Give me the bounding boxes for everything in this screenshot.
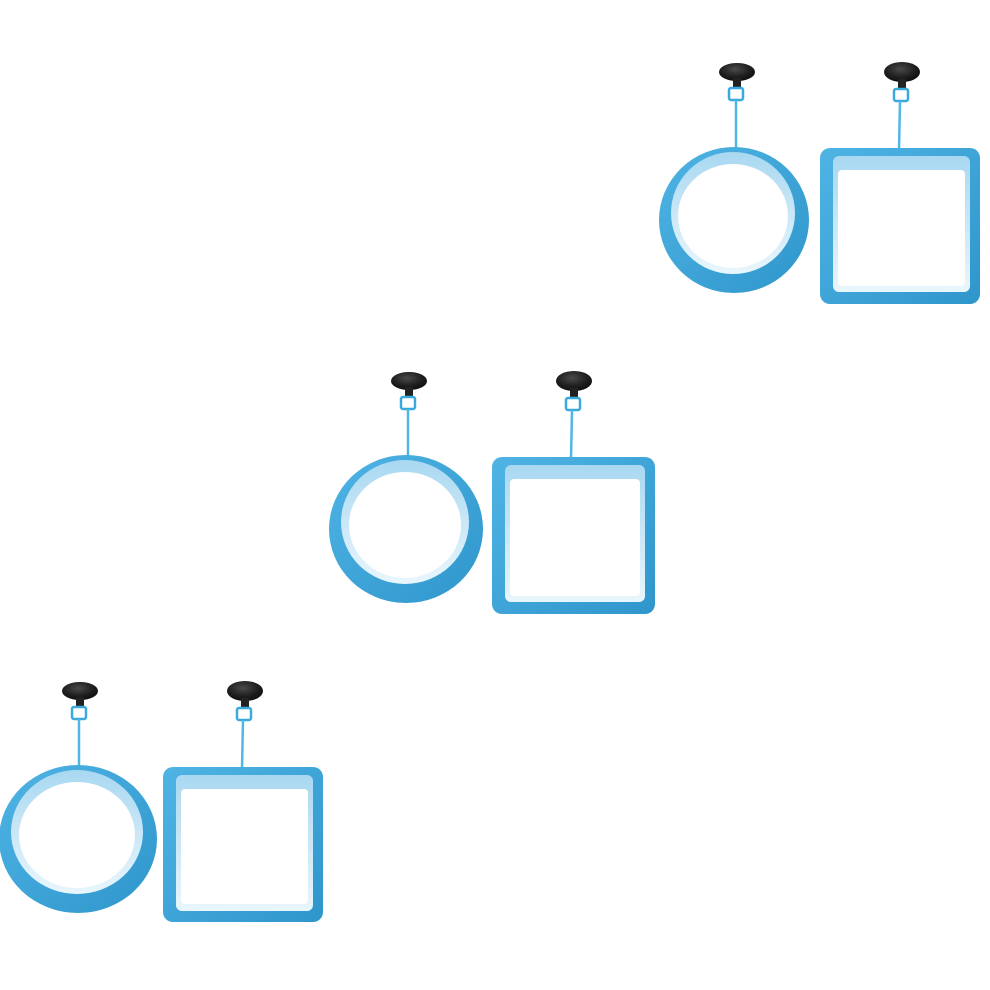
square-feeding-ring	[492, 371, 655, 614]
suction-cup-icon	[62, 682, 98, 700]
hanging-string	[240, 719, 245, 770]
suction-cup-icon	[227, 681, 263, 701]
hanging-string	[569, 409, 574, 460]
string-clip	[892, 87, 910, 103]
suction-cup-icon	[556, 371, 592, 391]
feeder-set-bottom	[0, 677, 330, 937]
round-feeding-ring	[659, 63, 809, 293]
string-clip	[235, 706, 253, 722]
suction-cup-icon	[391, 372, 427, 390]
string-clip	[70, 705, 88, 721]
feeder-set-middle	[327, 367, 657, 627]
hanging-string	[897, 100, 902, 151]
square-feeding-ring	[820, 62, 980, 304]
string-clip	[727, 86, 745, 102]
suction-cup-icon	[884, 62, 920, 82]
round-feeding-ring	[329, 372, 483, 603]
string-clip	[564, 396, 582, 412]
suction-cup-icon	[719, 63, 755, 81]
string-clip	[399, 395, 417, 411]
round-feeding-ring	[0, 682, 157, 913]
square-feeding-ring	[163, 681, 323, 922]
feeder-set-top	[655, 58, 985, 318]
